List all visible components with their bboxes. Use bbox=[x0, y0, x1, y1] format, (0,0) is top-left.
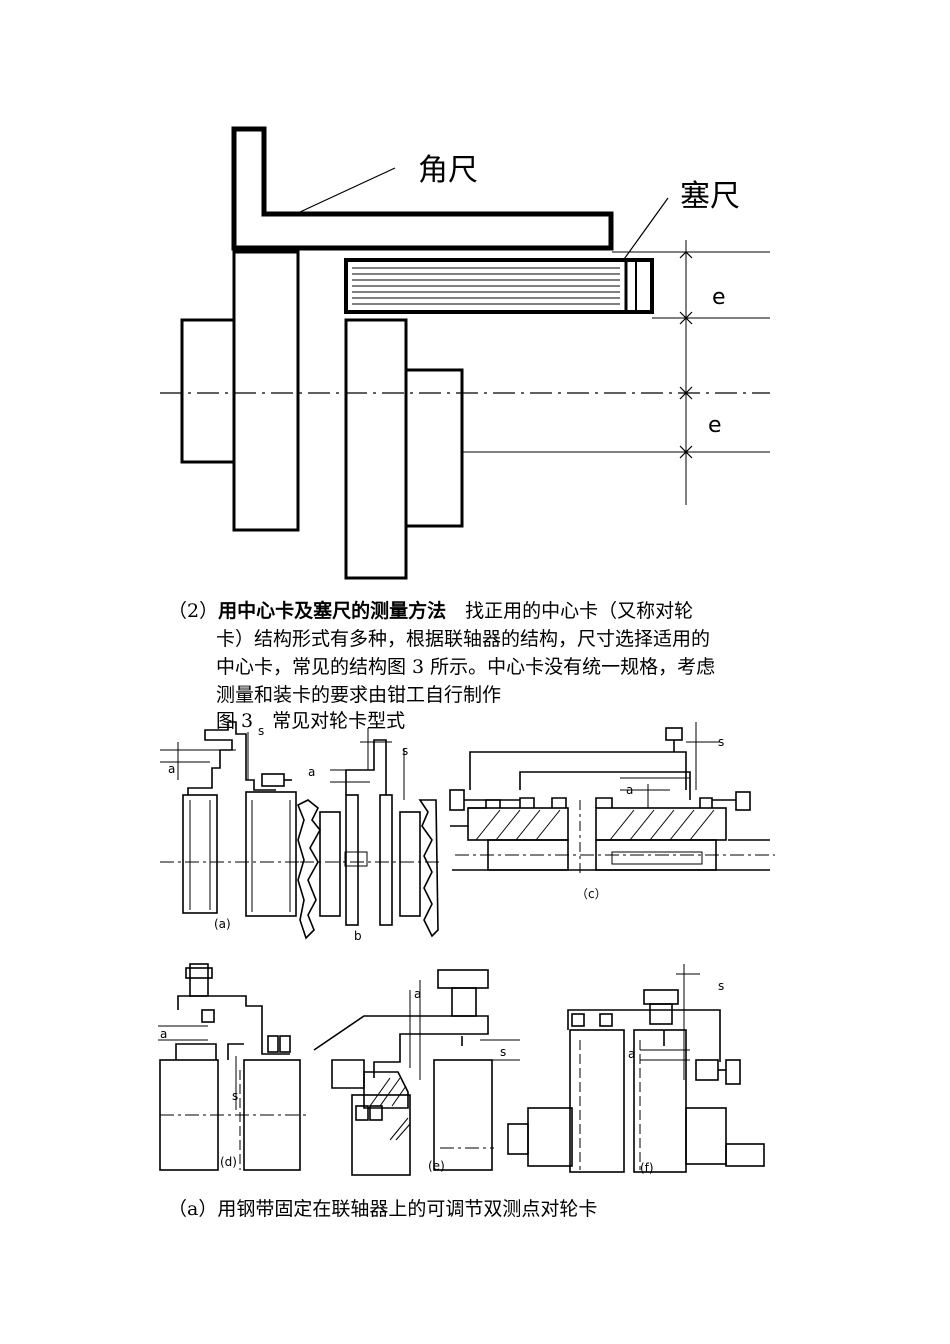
clamp-b-s-label: s bbox=[402, 744, 408, 758]
dim-e-upper: e bbox=[712, 285, 726, 310]
dim-e-lower: e bbox=[708, 413, 722, 438]
clamp-diagram-d bbox=[158, 963, 310, 1171]
clamp-b-a-label: a bbox=[308, 765, 315, 779]
square-label: 角尺 bbox=[418, 153, 478, 188]
clamp-f-caption: (f) bbox=[640, 1161, 654, 1175]
clamp-d-a-label: a bbox=[160, 1027, 167, 1041]
left-shaft bbox=[180, 318, 236, 464]
section-line-2: 卡）结构形式有多种，根据联轴器的结构，尺寸选择适用的 bbox=[216, 628, 711, 650]
square-leader bbox=[299, 167, 396, 213]
clamp-f-a-label: a bbox=[628, 1047, 635, 1061]
caption-a: （a）用钢带固定在联轴器上的可调节双测点对轮卡 bbox=[168, 1198, 598, 1220]
clamp-e-a-label: a bbox=[414, 987, 421, 1001]
section-text-1: 找正用的中心卡（又称对轮 bbox=[465, 600, 694, 622]
clamp-diagram-c bbox=[449, 722, 775, 875]
clamp-f-s-label: s bbox=[718, 979, 724, 993]
clamp-c-caption: （c） bbox=[576, 887, 607, 901]
clamp-diagram-b bbox=[296, 728, 440, 940]
section-line-3: 中心卡，常见的结构图 3 所示。中心卡没有统一规格，考虑 bbox=[216, 656, 716, 678]
clamp-diagram-a bbox=[160, 721, 310, 917]
section-line-4: 测量和装卡的要求由钳工自行制作 bbox=[216, 684, 502, 706]
square-feeler-diagram: 角尺 塞尺 e e bbox=[160, 126, 770, 580]
clamp-a-a-label: a bbox=[168, 762, 175, 776]
clamp-diagram-f bbox=[507, 964, 765, 1173]
section-heading: 用中心卡及塞尺的测量方法 bbox=[218, 600, 447, 622]
clamp-a-caption: (a) bbox=[214, 917, 231, 931]
clamp-a-s-label: s bbox=[258, 724, 264, 738]
right-shaft bbox=[404, 368, 464, 528]
clamp-e-s-label: s bbox=[500, 1045, 506, 1059]
clamp-b-caption: b bbox=[354, 929, 362, 943]
feeler-gauge bbox=[344, 258, 654, 314]
feeler-label: 塞尺 bbox=[680, 179, 740, 214]
clamp-c-s-label: s bbox=[718, 735, 724, 749]
section-number: （2） bbox=[168, 600, 219, 622]
right-coupling-flange bbox=[344, 318, 408, 580]
angle-square bbox=[231, 126, 614, 251]
clamp-diagram-e bbox=[313, 969, 520, 1176]
clamp-c-a-label: a bbox=[626, 783, 633, 797]
section-paragraph: （2）用中心卡及塞尺的测量方法 找正用的中心卡（又称对轮 卡）结构形式有多种，根… bbox=[168, 597, 818, 733]
clamp-e-caption: (e) bbox=[428, 1159, 445, 1173]
clamp-d-caption: (d) bbox=[220, 1155, 237, 1169]
figure-3-title: 图 3 常见对轮卡型式 bbox=[216, 710, 406, 732]
section-line-1: （2）用中心卡及塞尺的测量方法 找正用的中心卡（又称对轮 bbox=[168, 597, 818, 625]
coupling-clamp-diagrams: s a (a) s a b s a （c） a s (d) a s (e) s … bbox=[158, 721, 775, 1176]
left-coupling-flange bbox=[232, 250, 300, 532]
clamp-d-s-label: s bbox=[232, 1089, 238, 1103]
feeler-leader bbox=[621, 197, 669, 263]
